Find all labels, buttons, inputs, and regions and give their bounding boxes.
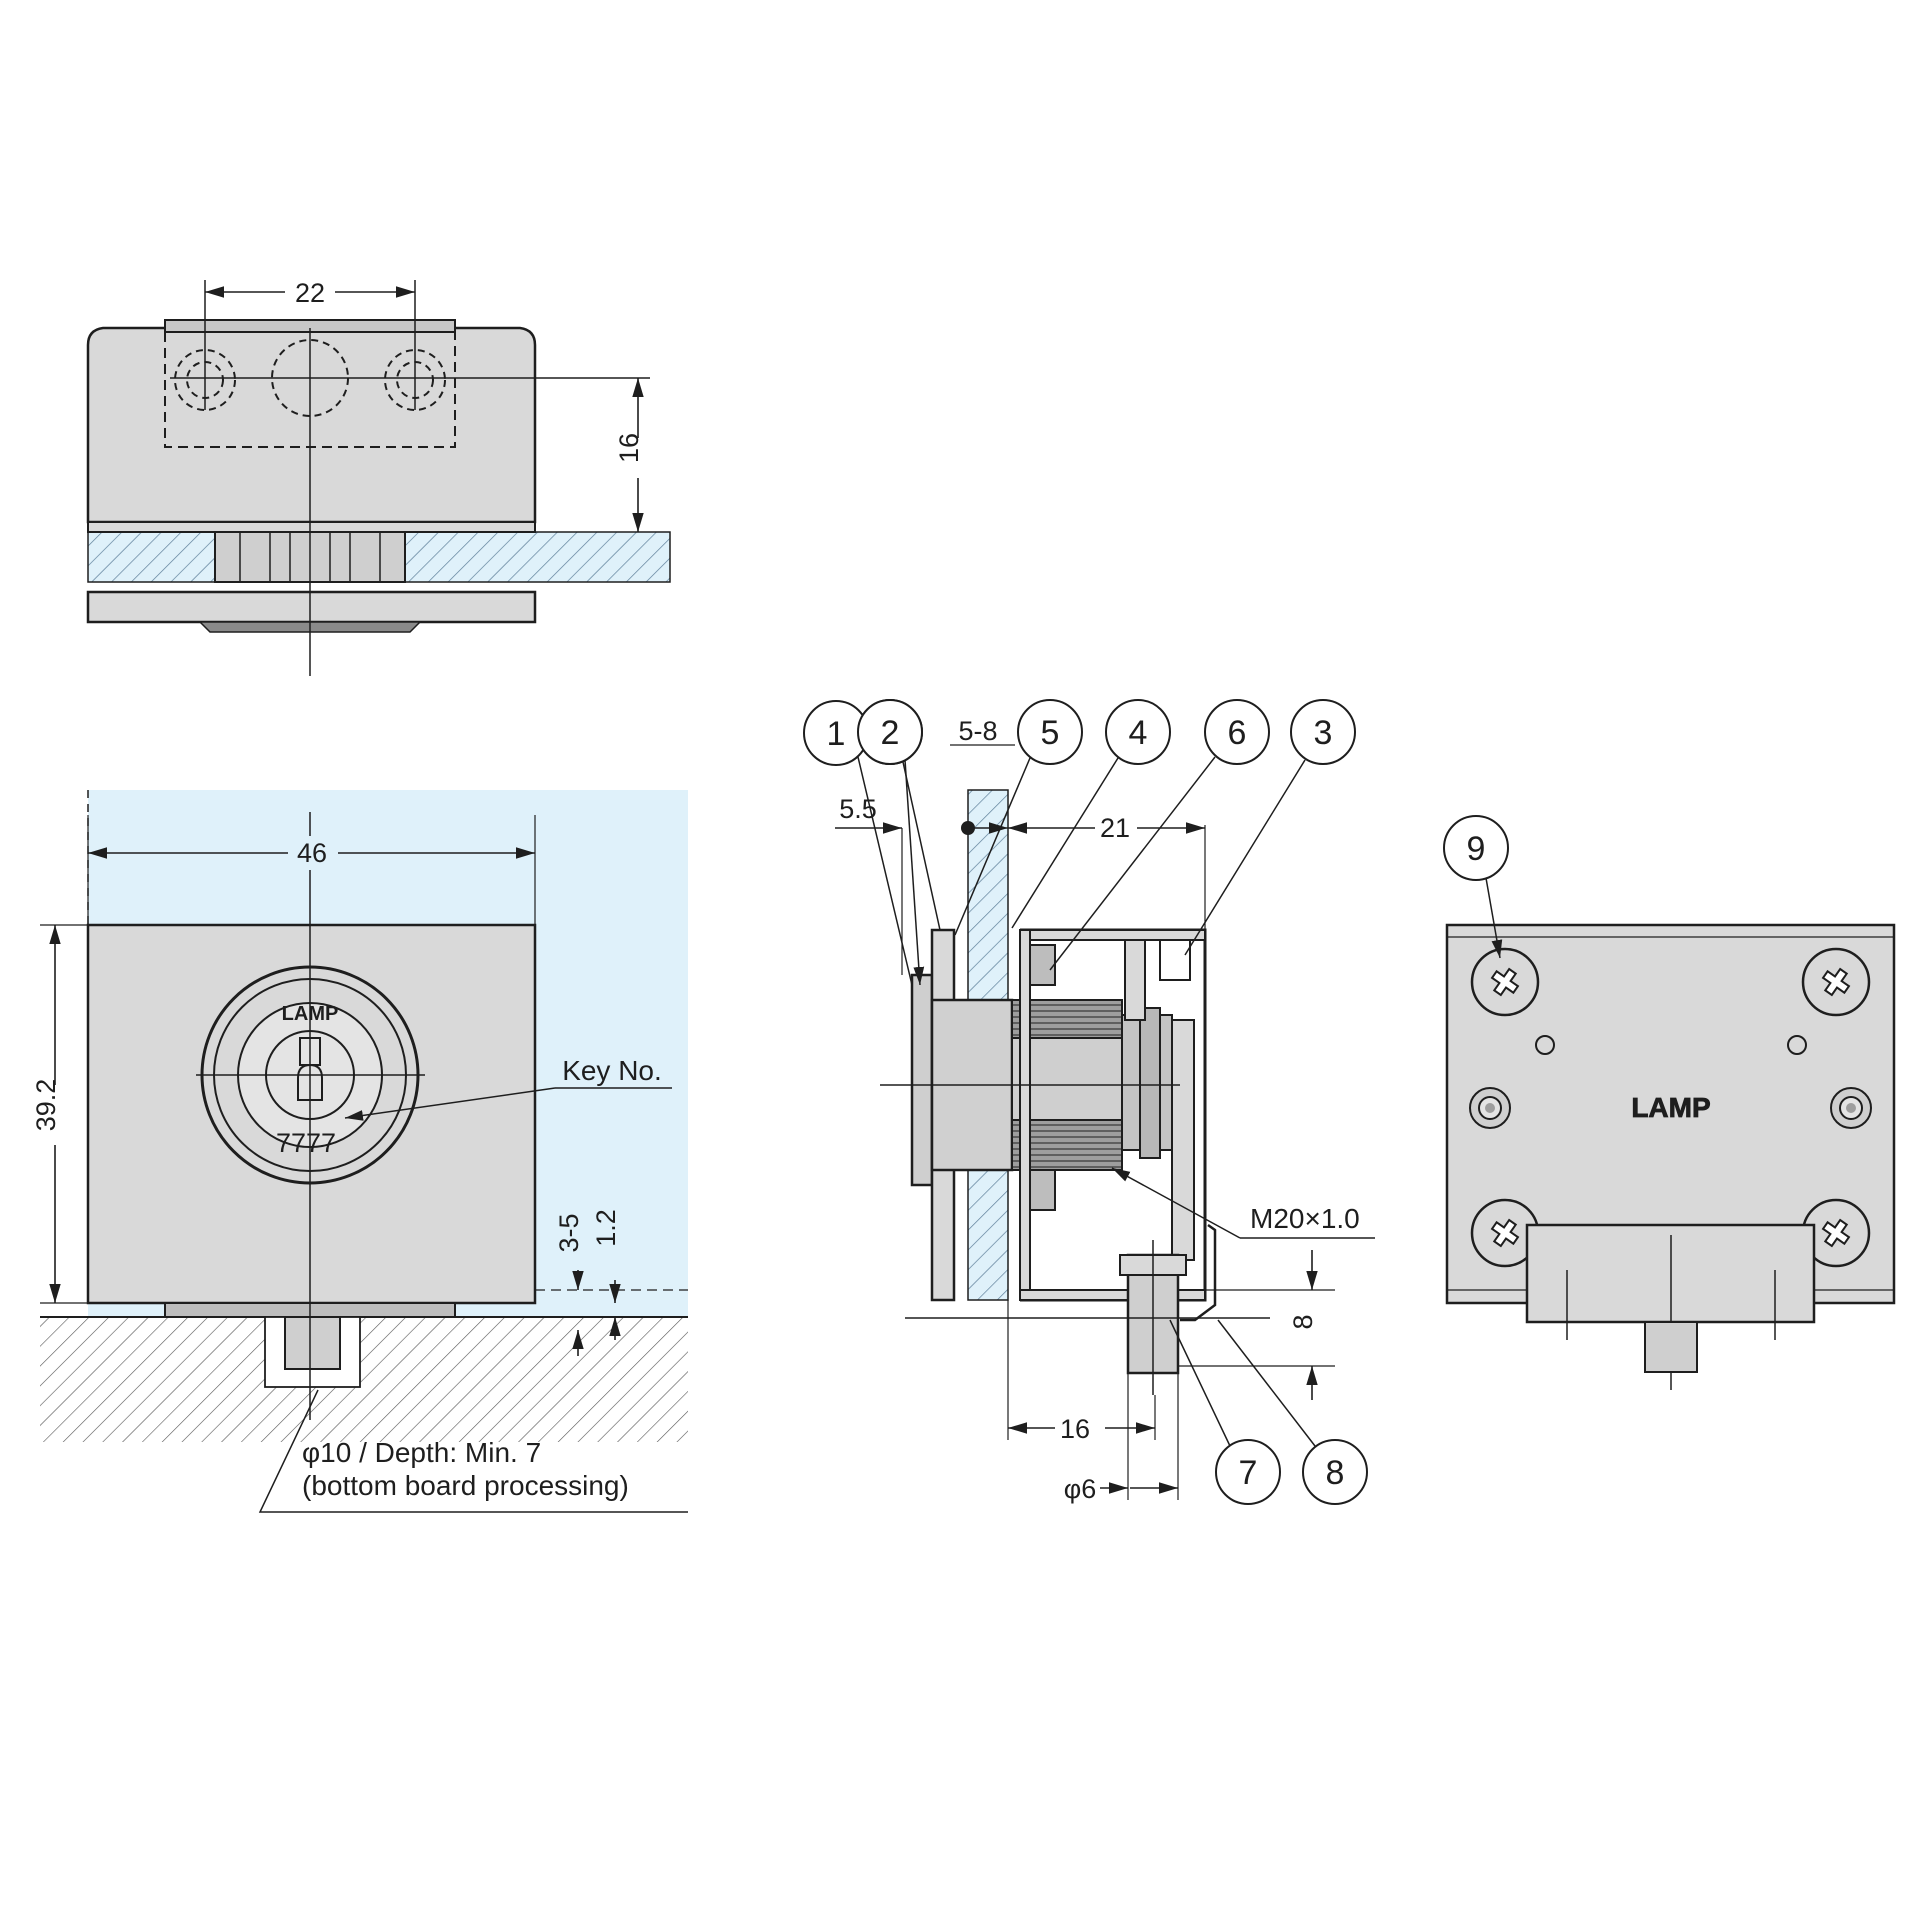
key-no-label: Key No. <box>562 1055 662 1086</box>
callout-label-6: 6 <box>1228 714 1247 752</box>
callout-label-5: 5 <box>1041 714 1060 752</box>
callout-circle-9 <box>1443 815 1509 881</box>
rivet-right <box>1830 1087 1872 1129</box>
callout-circle-4 <box>1105 699 1171 765</box>
dim-gap-range: 3-5 <box>554 1213 584 1252</box>
back-view: LAMP 9 <box>1443 815 1896 1390</box>
dim-bolt-offset: 16 <box>1060 1414 1090 1444</box>
dim-depth: 21 <box>1100 813 1130 843</box>
callout-circle-5 <box>1017 699 1083 765</box>
callout-label-9: 9 <box>1467 830 1486 868</box>
dim-front-height: 39.2 <box>31 1079 61 1132</box>
callout-label-2: 2 <box>881 714 900 752</box>
dim-gap-small: 1.2 <box>591 1209 621 1247</box>
callout-circle-2 <box>857 699 923 765</box>
screw-top-right <box>1801 947 1871 1017</box>
side-section-view: 5-8 5.5 21 M20×1.0 16 φ6 8 <box>827 699 1375 1504</box>
callouts-side: 1 2 5 4 6 3 7 8 <box>803 699 1368 1505</box>
screw-bottom-right <box>1801 1198 1871 1268</box>
dim-top-height: 16 <box>614 433 644 463</box>
callout-label-3: 3 <box>1314 714 1333 752</box>
dim-door-thickness: 5-8 <box>958 716 997 746</box>
key-number: 7777 <box>276 1128 336 1158</box>
dim-top-width: 22 <box>295 278 325 308</box>
callout-label-1: 1 <box>827 715 846 753</box>
dim-bolt-diameter: φ6 <box>1064 1474 1097 1504</box>
screw-bottom-left <box>1470 1198 1540 1268</box>
top-view: 22 16 <box>86 274 671 676</box>
callout-circle-6 <box>1204 699 1270 765</box>
dim-front-width: 46 <box>297 838 327 868</box>
thread-note: M20×1.0 <box>1250 1203 1360 1234</box>
callout-circle-8 <box>1302 1439 1368 1505</box>
hole-note-line1: φ10 / Depth: Min. 7 <box>302 1437 541 1468</box>
brand-logo-back: LAMP <box>1631 1092 1710 1123</box>
callout-label-8: 8 <box>1326 1454 1345 1492</box>
callout-label-7: 7 <box>1239 1454 1258 1492</box>
front-view: LAMP 7777 46 39.2 Key No. 3-5 1.2 <box>31 790 688 1513</box>
screw-top-left <box>1470 947 1540 1017</box>
dim-bolt-stroke: 8 <box>1288 1314 1318 1329</box>
hole-note-line2: (bottom board processing) <box>302 1470 629 1501</box>
callout-label-4: 4 <box>1129 714 1148 752</box>
rivet-left <box>1469 1087 1511 1129</box>
callout-circle-7 <box>1215 1439 1281 1505</box>
callout-circle-3 <box>1290 699 1356 765</box>
dim-flange: 5.5 <box>839 794 877 824</box>
